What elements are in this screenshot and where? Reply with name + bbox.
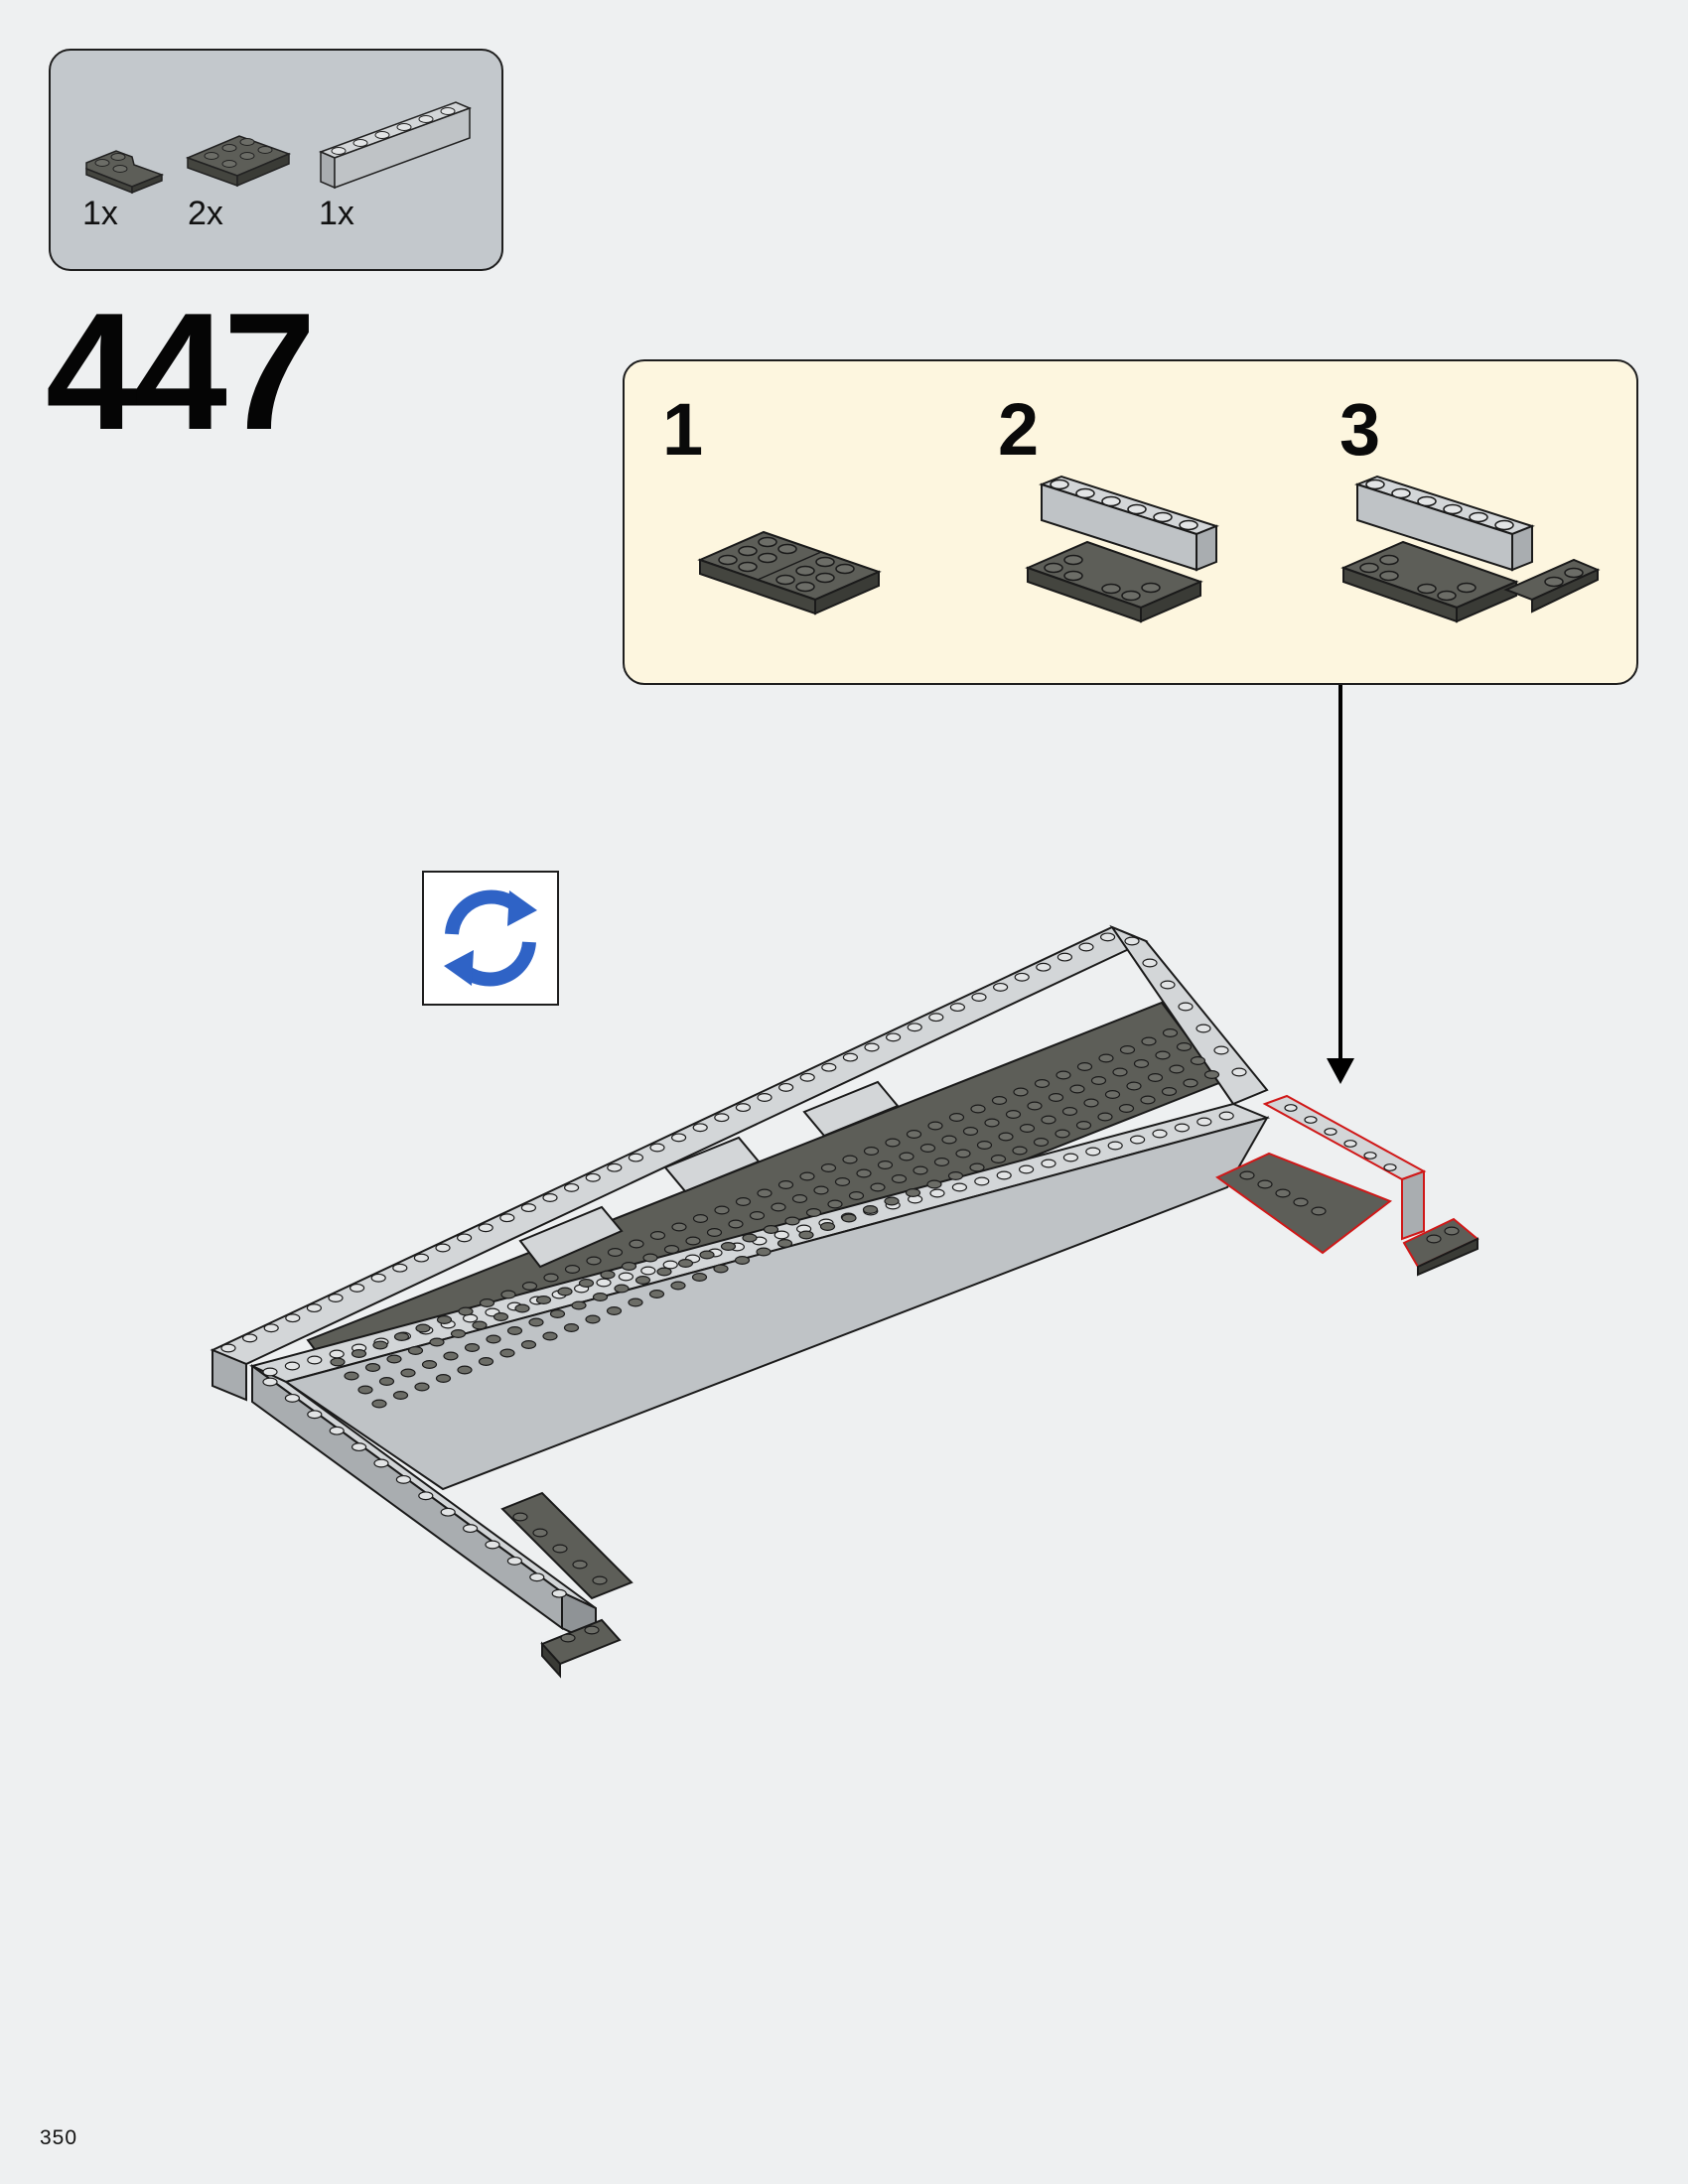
substeps-panel: 1 2 3 [623, 359, 1638, 685]
substep-3-illustration [1340, 475, 1601, 623]
rotate-model-icon [444, 889, 537, 987]
parts-list-panel: 1x 2x 1x [49, 49, 503, 271]
substep-number: 3 [1339, 388, 1381, 471]
page-number: 350 [40, 2126, 78, 2149]
arrow-head-icon [1327, 1058, 1354, 1084]
part-quantity: 1x [82, 195, 118, 232]
substep-1-illustration [697, 530, 882, 615]
dark-gray-2x3-plate-icon [185, 135, 292, 188]
substep-number: 1 [662, 388, 704, 471]
substep-2-illustration [1025, 475, 1219, 623]
substep-number: 2 [998, 388, 1040, 471]
part-quantity: 1x [319, 195, 354, 232]
light-gray-1x6-brick-icon [318, 101, 473, 190]
dark-gray-corner-plate-icon [85, 150, 165, 195]
part-quantity: 2x [188, 195, 223, 232]
step-number: 447 [46, 278, 316, 465]
rotate-model-indicator [422, 871, 559, 1006]
